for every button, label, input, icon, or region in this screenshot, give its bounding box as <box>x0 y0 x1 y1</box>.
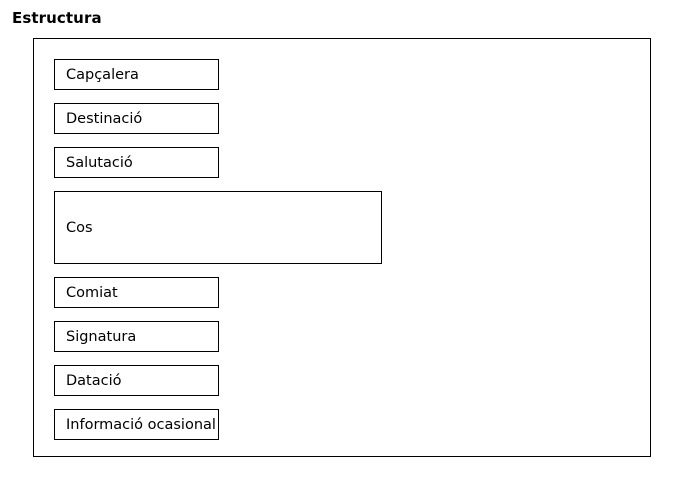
section-box-informacio-ocasional: Informació ocasional <box>54 409 219 440</box>
section-label: Signatura <box>66 328 137 345</box>
section-box-signatura: Signatura <box>54 321 219 352</box>
section-label: Datació <box>66 372 122 389</box>
section-label: Cos <box>66 219 93 236</box>
section-box-datacio: Datació <box>54 365 219 396</box>
section-label: Salutació <box>66 154 133 171</box>
section-box-comiat: Comiat <box>54 277 219 308</box>
section-label: Informació ocasional <box>66 416 216 433</box>
section-box-destinacio: Destinació <box>54 103 219 134</box>
section-box-cos: Cos <box>54 191 382 264</box>
section-label: Capçalera <box>66 66 139 83</box>
section-box-salutacio: Salutació <box>54 147 219 178</box>
diagram-title: Estructura <box>12 9 102 27</box>
letter-structure-frame: Capçalera Destinació Salutació Cos Comia… <box>33 38 651 457</box>
section-box-capcalera: Capçalera <box>54 59 219 90</box>
section-label: Destinació <box>66 110 143 127</box>
section-label: Comiat <box>66 284 118 301</box>
